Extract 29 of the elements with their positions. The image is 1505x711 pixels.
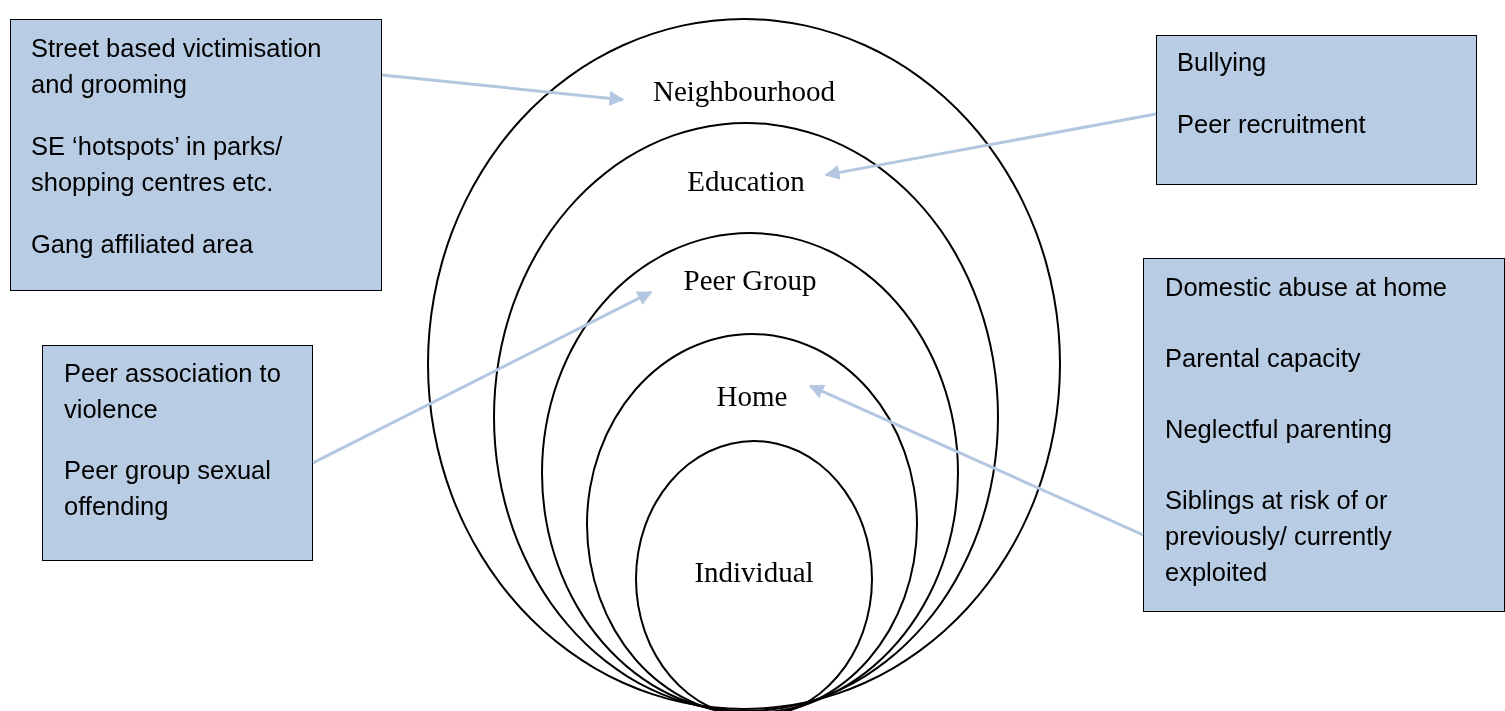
factor-text: Siblings at risk of or previously/ currently exploited [1165,485,1393,588]
factor-box [42,345,313,561]
factor-text: Peer recruitment [1177,109,1367,140]
layer-ellipse [493,122,999,711]
layer-label: Home [716,381,788,411]
factor-text: Peer group sexual offending [64,455,272,522]
factor-text: Domestic abuse at home [1165,272,1449,303]
layer-ellipse [586,333,918,711]
layer-label: Education [687,166,805,196]
factor-text: Neglectful parenting [1165,414,1393,445]
layer-ellipse [541,232,959,711]
arrow [312,290,653,465]
factor-text: Bullying [1177,47,1268,78]
layer-ellipse [635,440,873,711]
layer-label: Individual [694,557,814,587]
factor-text: Parental capacity [1165,343,1362,374]
arrow [824,112,1157,180]
layer-label: Neighbourhood [653,76,835,106]
arrow [381,73,625,106]
factor-text: Peer association to violence [64,358,282,425]
factor-box [1156,35,1477,185]
arrow [808,384,1144,537]
layer-ellipse [427,18,1061,710]
factor-box [10,19,382,291]
factor-text: Gang affiliated area [31,229,255,260]
factor-box [1143,258,1505,612]
layer-label: Peer Group [683,265,817,295]
factor-text: Street based victimisation and grooming [31,33,323,100]
factor-text: SE ‘hotspots’ in parks/ shopping centres etc. [31,131,284,198]
